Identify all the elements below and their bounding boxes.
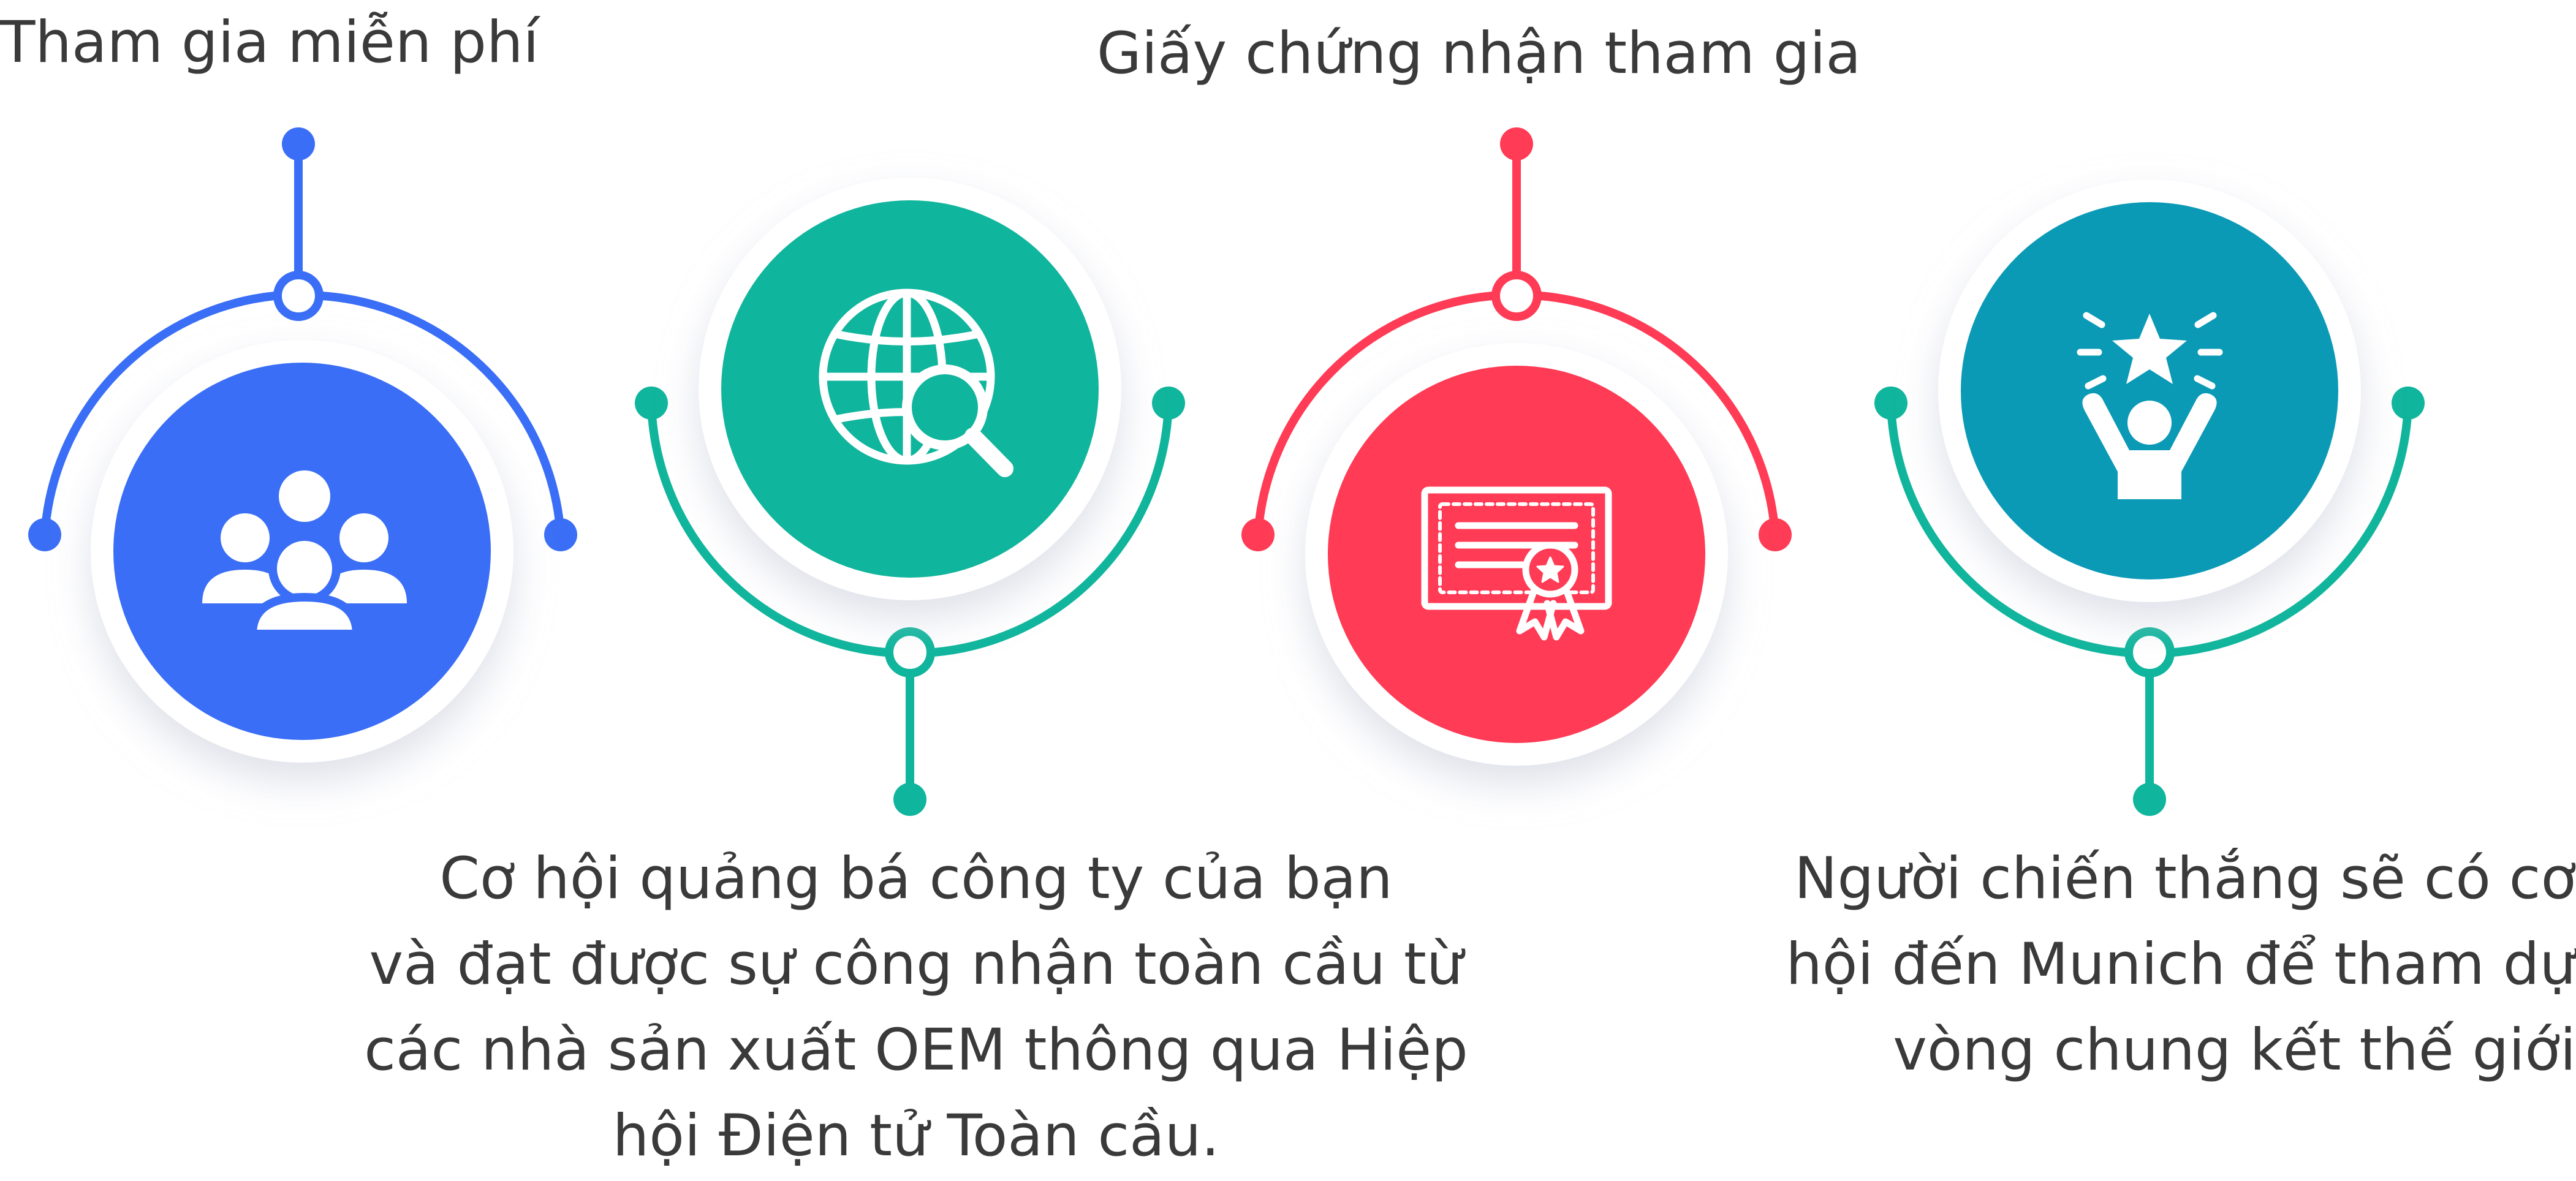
step-3-circle	[1328, 366, 1705, 743]
step-4-description-line-3: vòng chung kết thế giới	[1893, 1017, 2576, 1084]
step-1-left-dot	[28, 518, 61, 551]
step-2-description-line-4: hội Điện tử Toàn cầu.	[612, 1103, 1220, 1169]
step-2-label: Giấy chứng nhận tham gia	[1097, 20, 1862, 87]
step-4-bottom-dot	[2133, 783, 2166, 816]
step-2-description-line-3: các nhà sản xuất OEM thông qua Hiệp	[364, 1017, 1468, 1084]
step-4-right-dot	[2392, 387, 2425, 420]
globe-search-icon	[819, 289, 1013, 477]
step-2-description-line-2: và đạt được sự công nhận toàn cầu từ	[369, 931, 1463, 998]
winner-star-icon	[2077, 312, 2223, 499]
step-2-connector	[647, 399, 1173, 804]
step-3-ring-node	[1491, 271, 1542, 321]
step-4-circle	[1961, 202, 2338, 579]
certificate-icon	[1421, 486, 1612, 641]
step-1-connector	[40, 140, 565, 539]
step-4-description-line-1: Người chiến thắng sẽ có cơ	[1794, 845, 2576, 912]
step-1-label: Tham gia miễn phí	[0, 9, 539, 76]
step-3-top-dot	[1500, 127, 1533, 160]
step-2-description-line-1: Cơ hội quảng bá công ty của bạn	[439, 845, 1393, 912]
step-1-right-dot	[544, 518, 577, 551]
people-group-icon	[202, 470, 407, 638]
step-3-connector	[1254, 140, 1779, 539]
step-3-right-dot	[1759, 518, 1792, 551]
step-1-top-dot	[282, 127, 315, 160]
step-2-description: Cơ hội quảng bá công ty của bạn và đạt đ…	[257, 836, 1575, 1179]
step-4-left-dot	[1874, 387, 1907, 420]
step-2-right-dot	[1152, 387, 1185, 420]
step-4-connector	[1887, 399, 2412, 804]
step-4-description: Người chiến thắng sẽ có cơ hội đến Munic…	[1642, 836, 2576, 1093]
step-4-ring-node	[2124, 627, 2175, 677]
step-1-ring-node	[273, 271, 324, 321]
step-2-ring-node	[885, 627, 935, 677]
step-2-bottom-dot	[893, 783, 926, 816]
step-2-left-dot	[635, 387, 668, 420]
step-3-left-dot	[1241, 518, 1275, 551]
step-4-description-line-2: hội đến Munich để tham dự	[1786, 931, 2576, 998]
